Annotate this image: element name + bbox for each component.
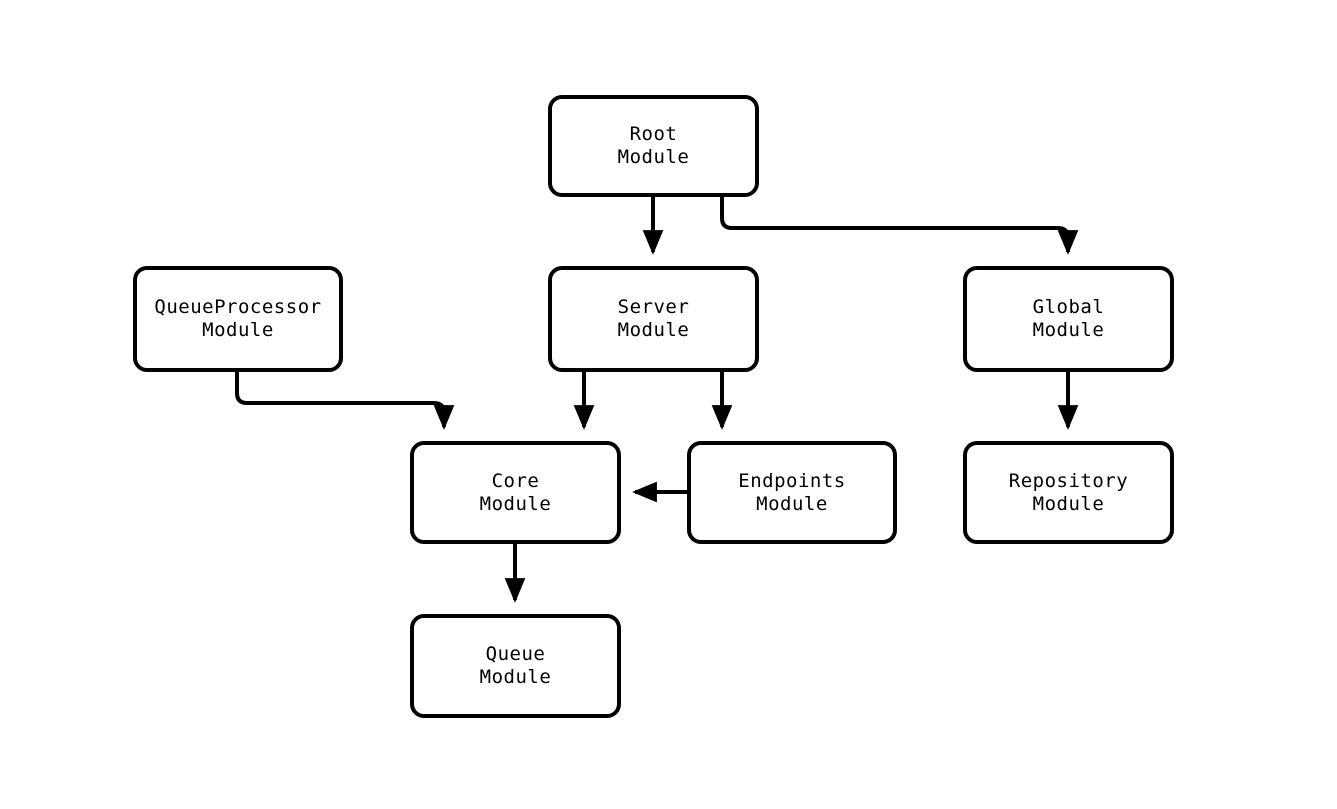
node-queueprocessor-module[interactable]: QueueProcessor Module [133, 266, 343, 372]
node-endpoints-module-subtitle: Module [756, 492, 828, 515]
node-global-module[interactable]: Global Module [963, 266, 1174, 372]
node-global-module-subtitle: Module [1032, 319, 1105, 341]
node-queue-module-subtitle: Module [479, 666, 552, 688]
node-repository-module-subtitle: Module [1032, 492, 1105, 515]
node-root-module-title: Root [629, 123, 678, 145]
node-core-module[interactable]: Core Module [410, 441, 621, 544]
node-queueprocessor-module-subtitle: Module [202, 319, 274, 341]
edge-queueprocessor-to-core [235, 372, 455, 430]
node-queueprocessor-module-title: QueueProcessor [154, 296, 322, 318]
node-repository-module-title: Repository [1008, 469, 1129, 492]
node-root-module[interactable]: Root Module [548, 95, 759, 197]
node-global-module-title: Global [1032, 296, 1105, 318]
node-endpoints-module[interactable]: Endpoints Module [687, 441, 897, 544]
node-core-module-subtitle: Module [479, 492, 552, 515]
node-server-module[interactable]: Server Module [548, 266, 759, 372]
node-server-module-title: Server [617, 296, 690, 318]
node-core-module-title: Core [491, 469, 540, 492]
node-queue-module[interactable]: Queue Module [410, 614, 621, 718]
node-endpoints-module-title: Endpoints [738, 469, 846, 492]
edge-root-to-global [720, 197, 1079, 255]
node-server-module-subtitle: Module [617, 319, 690, 341]
node-repository-module[interactable]: Repository Module [963, 441, 1174, 544]
node-queue-module-title: Queue [485, 643, 546, 665]
node-root-module-subtitle: Module [617, 146, 690, 168]
